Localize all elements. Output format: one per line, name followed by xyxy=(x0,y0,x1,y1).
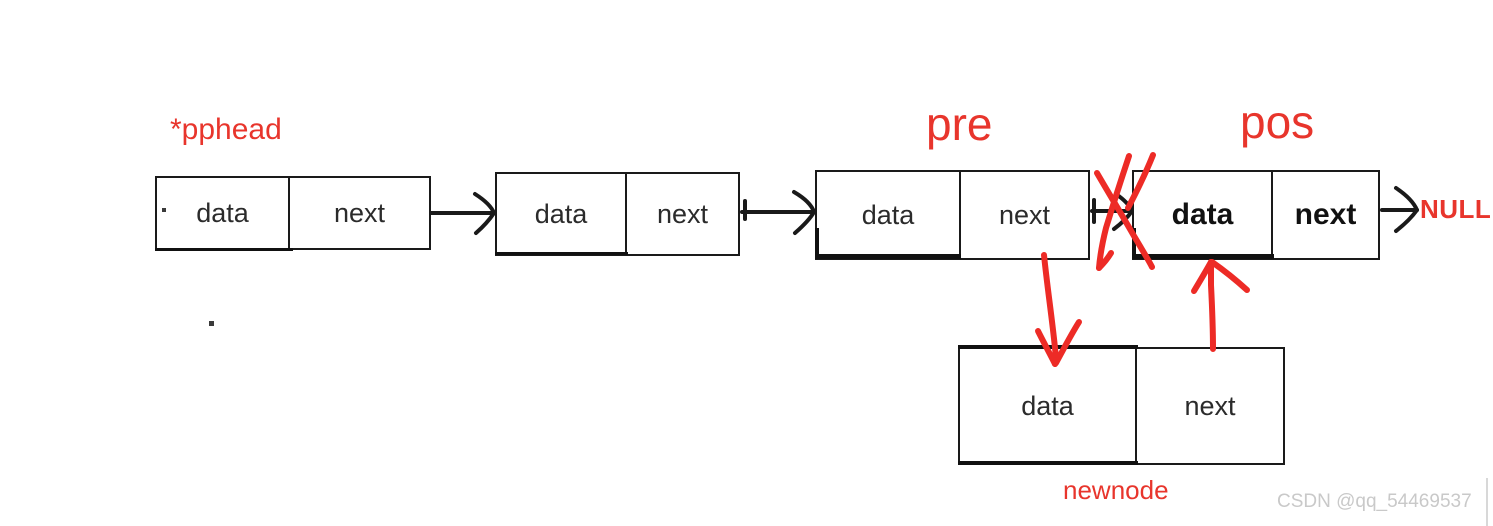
node-pre-data-cell: data xyxy=(817,172,961,258)
node-newnode-underline-accent xyxy=(958,461,1138,465)
node-pos-next-cell: next xyxy=(1294,198,1357,231)
node-pre-next-cell: next xyxy=(998,199,1051,230)
label-pre: pre xyxy=(926,98,993,150)
node-newnode: data next xyxy=(958,347,1285,465)
annotation-red-arrow-newnode-to-pos xyxy=(1191,259,1250,352)
node-head-data-cell: data xyxy=(157,178,290,248)
connector-head-to-second xyxy=(429,192,496,235)
ink-dot-artifact-head xyxy=(162,208,166,212)
node-pos-underline-accent xyxy=(1132,254,1274,259)
label-pphead: *pphead xyxy=(170,113,282,146)
label-pos: pos xyxy=(1240,96,1315,148)
node-newnode-topline-accent xyxy=(958,345,1138,349)
connector-pos-to-null xyxy=(1380,186,1419,233)
label-newnode: newnode xyxy=(1063,475,1169,505)
node-pre-leftedge-accent xyxy=(815,228,819,259)
node-newnode-next-cell: next xyxy=(1184,390,1236,421)
node-pre-underline-accent xyxy=(815,254,961,259)
node-head: data next xyxy=(155,176,431,250)
node-pos-data-cell: data xyxy=(1134,172,1273,258)
node-head-next-cell: next xyxy=(333,197,386,228)
connector-pre-to-pos xyxy=(1090,192,1134,231)
connector-second-to-pre xyxy=(740,190,816,235)
page-edge-tick xyxy=(1486,478,1488,526)
node-pos: data next xyxy=(1132,170,1380,260)
node-second-underline-accent xyxy=(495,252,628,255)
node-pre: data next xyxy=(815,170,1090,260)
label-null: NULL xyxy=(1420,194,1492,224)
ink-dot-artifact xyxy=(209,321,214,326)
node-second: data next xyxy=(495,172,740,256)
watermark-text: CSDN @qq_54469537 xyxy=(1277,491,1472,512)
node-pos-leftedge-accent xyxy=(1132,228,1136,259)
node-second-data-cell: data xyxy=(497,174,627,254)
node-second-next-cell: next xyxy=(656,198,709,229)
node-newnode-data-cell: data xyxy=(960,349,1137,463)
node-head-underline-accent xyxy=(155,248,293,251)
